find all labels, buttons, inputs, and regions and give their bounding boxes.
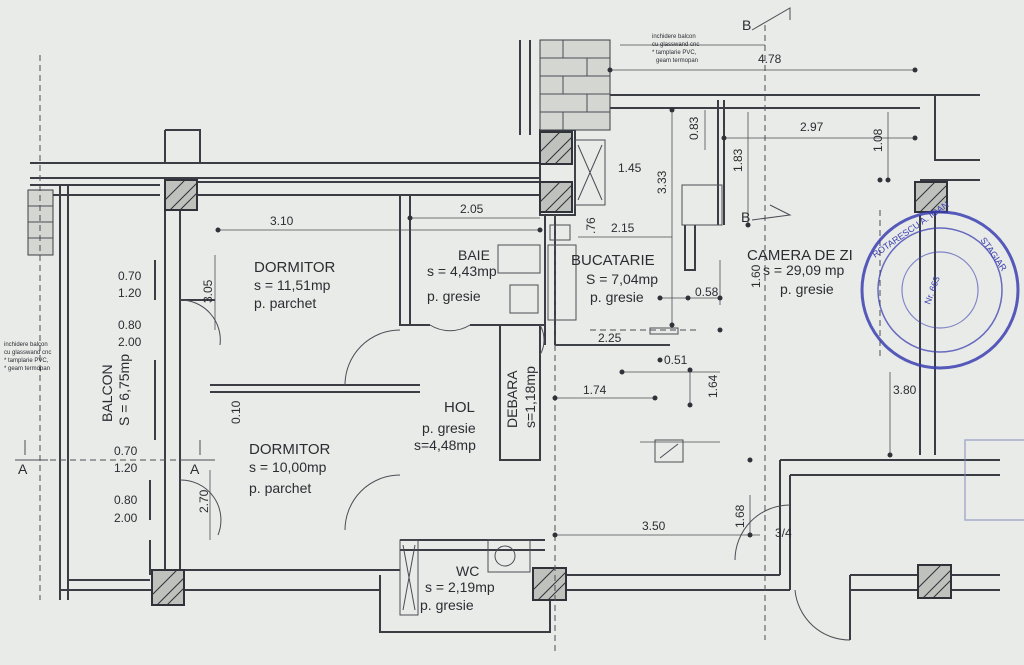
bedroom2-floor: p. parchet — [249, 480, 311, 496]
bedroom2-area: s = 10,00mp — [249, 459, 327, 475]
dim-225: 2.25 — [598, 331, 622, 345]
dim-478: 4.78 — [758, 52, 782, 66]
dim-168: 1.68 — [733, 504, 747, 528]
living-floor: p. gresie — [780, 281, 834, 297]
balcony-name: BALCON — [99, 364, 115, 422]
partial-stamp — [964, 439, 1024, 521]
kitchen-area: S = 7,04mp — [586, 271, 658, 287]
dim-305: 3.05 — [201, 279, 215, 303]
window1-height: 1.20 — [118, 286, 142, 300]
section-a-right-label: A — [190, 461, 200, 477]
dimension-ticks — [215, 67, 918, 538]
hall-area: s=4,48mp — [414, 437, 476, 453]
section-b-top-label: B — [742, 17, 751, 33]
living-area: s = 29,09 mp — [763, 262, 845, 278]
left-note-2: cu glasswand cnc — [4, 350, 51, 356]
dim-34: 3/4 — [775, 526, 792, 540]
top-note-1: inchidere balcon — [652, 34, 696, 40]
kitchen-name: BUCATARIE — [571, 252, 655, 269]
top-note-2: cu glasswand cnc — [652, 42, 699, 48]
door-swings — [179, 299, 851, 641]
dimension-lines — [209, 44, 915, 540]
door1-width: 0.80 — [118, 318, 142, 332]
grid-lines — [30, 25, 881, 655]
storage-area: s=1,18mp — [522, 366, 538, 428]
section-a-left-label: A — [18, 461, 28, 477]
bedroom2-name: DORMITOR — [249, 441, 331, 458]
bedroom1-name: DORMITOR — [254, 259, 336, 276]
bedroom1-area: s = 11,51mp — [254, 277, 331, 293]
door1-height: 2.00 — [118, 335, 142, 349]
dim-333: 3.33 — [655, 170, 669, 194]
top-note-3: * tamplarie PVC, — [652, 50, 697, 56]
kitchen-floor: p. gresie — [590, 289, 644, 305]
hall-floor: p. gresie — [422, 420, 476, 436]
left-note-1: inchidere balcon — [4, 342, 48, 348]
bedroom1-floor: p. parchet — [254, 295, 316, 311]
structural-columns — [27, 39, 952, 606]
dim-164: 1.64 — [706, 374, 720, 398]
section-marks: B B A A — [15, 7, 792, 477]
living-name: CAMERA DE ZI — [747, 247, 853, 264]
wc-area: s = 2,19mp — [425, 579, 495, 595]
dim-310: 3.10 — [270, 214, 294, 228]
dim-215: 2.15 — [611, 221, 635, 235]
door2-width: 0.80 — [114, 493, 138, 507]
dim-183: 1.83 — [731, 148, 745, 172]
wc-floor: p. gresie — [420, 597, 474, 613]
bath-name: BAIE — [458, 247, 490, 263]
dim-174: 1.74 — [583, 383, 607, 397]
left-note-4: * geam termopan — [4, 366, 50, 372]
dim-076: .76 — [584, 217, 598, 234]
dim-108: 1.08 — [871, 128, 885, 152]
fixtures — [399, 139, 723, 616]
balcony-area: S = 6,75mp — [116, 354, 132, 426]
bath-floor: p. gresie — [427, 288, 481, 304]
window1-width: 0.70 — [118, 269, 142, 283]
storage-name: DEBARA — [504, 370, 520, 428]
walls — [30, 40, 1000, 640]
wc-name: WC — [456, 563, 479, 579]
dim-270: 2.70 — [197, 489, 211, 513]
section-b-mid-label: B — [741, 209, 750, 225]
window2-width: 0.70 — [114, 444, 138, 458]
dim-205: 2.05 — [460, 202, 484, 216]
dim-160: 1.60 — [749, 264, 763, 288]
dim-350: 3.50 — [642, 519, 666, 533]
dim-083: 0.83 — [687, 116, 701, 140]
balcony-notes: inchidere balcon cu glasswand cnc * tamp… — [4, 34, 699, 372]
dim-058: 0.58 — [695, 285, 719, 299]
bath-area: s = 4,43mp — [427, 263, 497, 279]
door2-height: 2.00 — [114, 511, 138, 525]
dim-010: 0.10 — [229, 400, 243, 424]
hall-name: HOL — [444, 399, 475, 416]
left-note-3: * tamplarie PVC, — [4, 358, 49, 364]
dimension-labels: 4.78 2.97 1.08 0.83 1.83 3.33 1.45 2.05 … — [114, 52, 917, 540]
window2-height: 1.20 — [114, 461, 138, 475]
dim-297: 2.97 — [800, 120, 824, 134]
dim-051: 0.51 — [664, 353, 688, 367]
dim-380: 3.80 — [893, 383, 917, 397]
top-note-4: geam termopan — [656, 58, 698, 64]
dim-145: 1.45 — [618, 161, 642, 175]
room-labels: DORMITOR s = 11,51mp p. parchet DORMITOR… — [99, 247, 853, 613]
